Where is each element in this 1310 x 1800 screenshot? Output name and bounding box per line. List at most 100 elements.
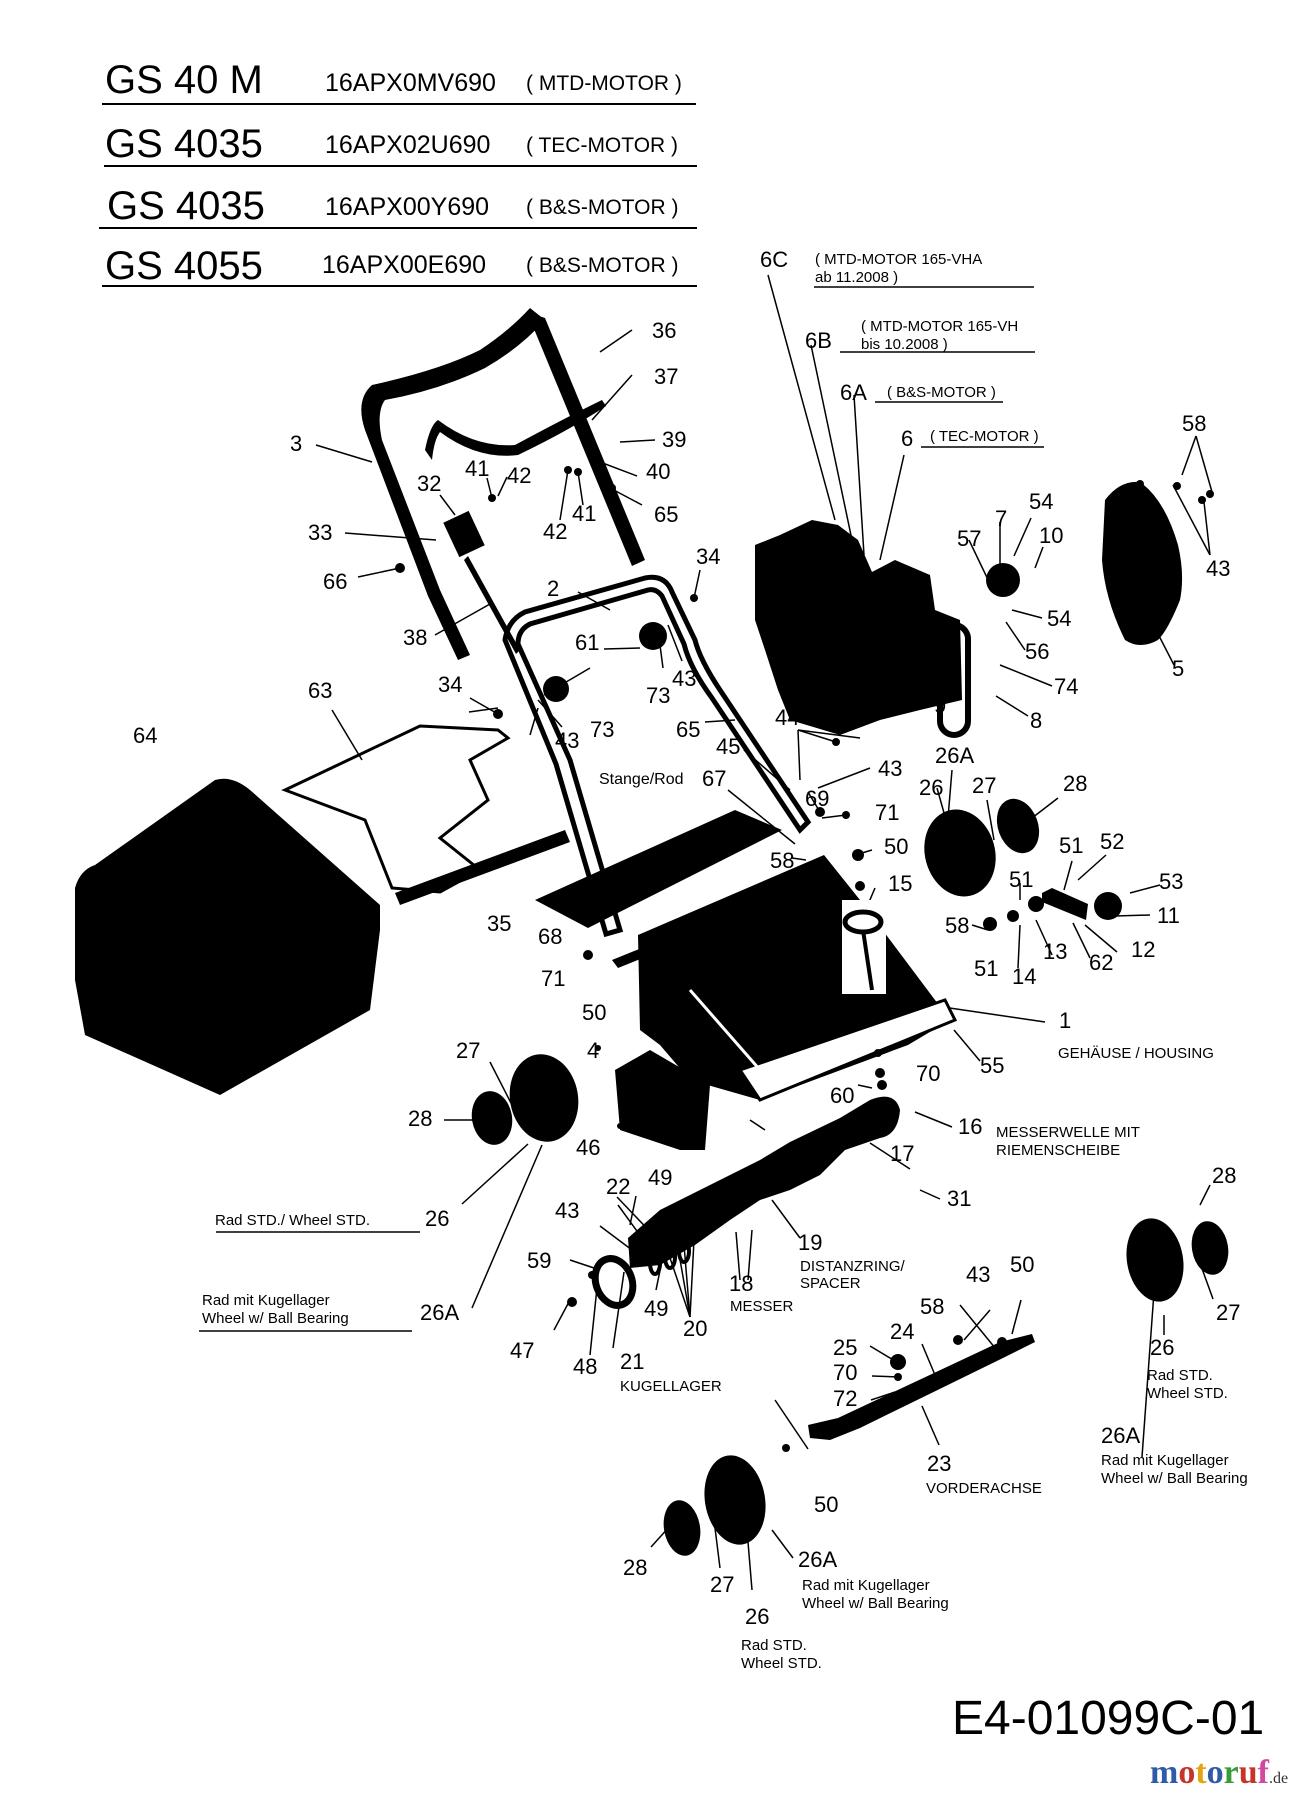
engine-desc: ( TEC-MOTOR ) xyxy=(930,428,1039,445)
engine-desc: ab 11.2008 ) xyxy=(815,269,899,286)
callout: 24 xyxy=(890,1319,915,1344)
callout: 69 xyxy=(805,786,830,811)
callout: 41 xyxy=(572,501,597,526)
row-divider xyxy=(99,227,697,229)
callout: 12 xyxy=(1131,937,1156,962)
brand-letter: m xyxy=(1150,1754,1179,1791)
callout: 49 xyxy=(648,1165,673,1190)
engine xyxy=(755,520,962,735)
callout: 70 xyxy=(833,1360,858,1385)
model-motor: ( TEC-MOTOR ) xyxy=(526,134,679,157)
callout: 51 xyxy=(1009,867,1034,892)
callout: 5 xyxy=(1172,656,1185,681)
caption-front-axle: VORDERACHSE xyxy=(926,1480,1042,1497)
callout: 54 xyxy=(1029,489,1054,514)
callout: 10 xyxy=(1039,523,1064,548)
caption-wheel-std: Wheel STD. xyxy=(1147,1385,1228,1402)
callout: 58 xyxy=(1182,411,1207,436)
callout: 43 xyxy=(1206,556,1231,581)
callout: 39 xyxy=(662,427,687,452)
row-divider xyxy=(102,103,696,105)
caption-wheel-ball-bearing: Rad mit Kugellager xyxy=(1101,1452,1229,1469)
model-name: GS 40 M xyxy=(105,58,263,102)
callout: 27 xyxy=(456,1038,481,1063)
model-motor: ( MTD-MOTOR ) xyxy=(526,72,682,95)
callout: 68 xyxy=(538,924,563,949)
callout: 31 xyxy=(947,1186,972,1211)
caption-tine-shaft: RIEMENSCHEIBE xyxy=(996,1142,1121,1159)
model-motor: ( B&S-MOTOR ) xyxy=(526,254,679,277)
row-divider xyxy=(102,285,697,287)
part-silhouettes xyxy=(75,308,1229,1556)
callout: 26 xyxy=(425,1206,450,1231)
callout: 41 xyxy=(465,456,490,481)
callout: 58 xyxy=(945,913,970,938)
callout: 71 xyxy=(541,966,566,991)
model-motor: ( B&S-MOTOR ) xyxy=(526,196,679,219)
document-id: E4-01099C-01 xyxy=(952,1692,1265,1745)
brand-letter: r xyxy=(1223,1754,1239,1791)
callout: 9 xyxy=(934,693,947,718)
engine-ref: 6 xyxy=(901,426,914,451)
callout: 18 xyxy=(729,1271,754,1296)
callout: 43 xyxy=(878,756,903,781)
callout: 52 xyxy=(1100,829,1125,854)
callout: 44 xyxy=(775,705,800,730)
callout: 43 xyxy=(555,728,580,753)
callout: 16 xyxy=(958,1114,983,1139)
callout: 50 xyxy=(1010,1252,1035,1277)
callout: 27 xyxy=(1216,1300,1241,1325)
callout: 7 xyxy=(995,506,1008,531)
engine-desc: bis 10.2008 ) xyxy=(861,336,948,353)
engine-desc: ( MTD-MOTOR 165-VHA xyxy=(815,251,983,268)
callout: 51 xyxy=(974,956,999,981)
callout: 56 xyxy=(1025,639,1050,664)
callout: 35 xyxy=(487,911,512,936)
callout: 50 xyxy=(814,1492,839,1517)
model-code: 16APX02U690 xyxy=(325,131,491,159)
callout: 73 xyxy=(590,717,615,742)
belt-cover xyxy=(1102,481,1183,645)
callout: 46 xyxy=(576,1135,601,1160)
caption-wheel-std: Rad STD. xyxy=(741,1637,807,1654)
caption-wheel-std: Rad STD./ Wheel STD. xyxy=(215,1212,371,1229)
callout: 50 xyxy=(884,834,909,859)
callout: 19 xyxy=(798,1230,823,1255)
caption-wheel-ball-bearing: Rad mit Kugellager xyxy=(802,1577,930,1594)
caption-wheel-std: Wheel STD. xyxy=(741,1655,822,1672)
callout: 58 xyxy=(770,848,795,873)
callout: 27 xyxy=(972,773,997,798)
caption-wheel-ball-bearing: Rad mit Kugellager xyxy=(202,1292,330,1309)
callout: 53 xyxy=(1159,869,1184,894)
brand-letter: t xyxy=(1195,1754,1207,1791)
brand-letter: o xyxy=(1206,1754,1224,1791)
callout: 26 xyxy=(745,1604,770,1629)
callout: 57 xyxy=(957,526,982,551)
callout: 62 xyxy=(1089,950,1114,975)
grass-bag xyxy=(75,778,380,1095)
callout: 36 xyxy=(652,318,677,343)
callout: 58 xyxy=(920,1294,945,1319)
callout: 43 xyxy=(555,1198,580,1223)
front-axle xyxy=(808,1334,1035,1440)
caption-stange-rod: Stange/Rod xyxy=(599,771,684,788)
callout: 48 xyxy=(573,1354,598,1379)
engine-ref: 6B xyxy=(805,328,832,353)
callout: 13 xyxy=(1043,939,1068,964)
callout: 45 xyxy=(716,734,741,759)
callout: 26A xyxy=(420,1300,460,1325)
callout: 28 xyxy=(623,1555,648,1580)
callout: 4 xyxy=(587,1038,600,1063)
brand-logo[interactable]: motoruf.de xyxy=(1150,1756,1288,1790)
brand-tld: .de xyxy=(1269,1770,1289,1787)
caption-spacer: DISTANZRING/ xyxy=(800,1258,905,1275)
callout: 21 xyxy=(620,1349,645,1374)
caption-wheel-std: Rad STD. xyxy=(1147,1367,1213,1384)
engine-ref: 6A xyxy=(840,380,867,405)
caption-wheel-ball-bearing: Wheel w/ Ball Bearing xyxy=(802,1595,949,1612)
upper-handle xyxy=(361,308,545,660)
callout: 26A xyxy=(798,1547,838,1572)
callout: 11 xyxy=(1157,903,1180,928)
callout: 59 xyxy=(527,1248,552,1273)
